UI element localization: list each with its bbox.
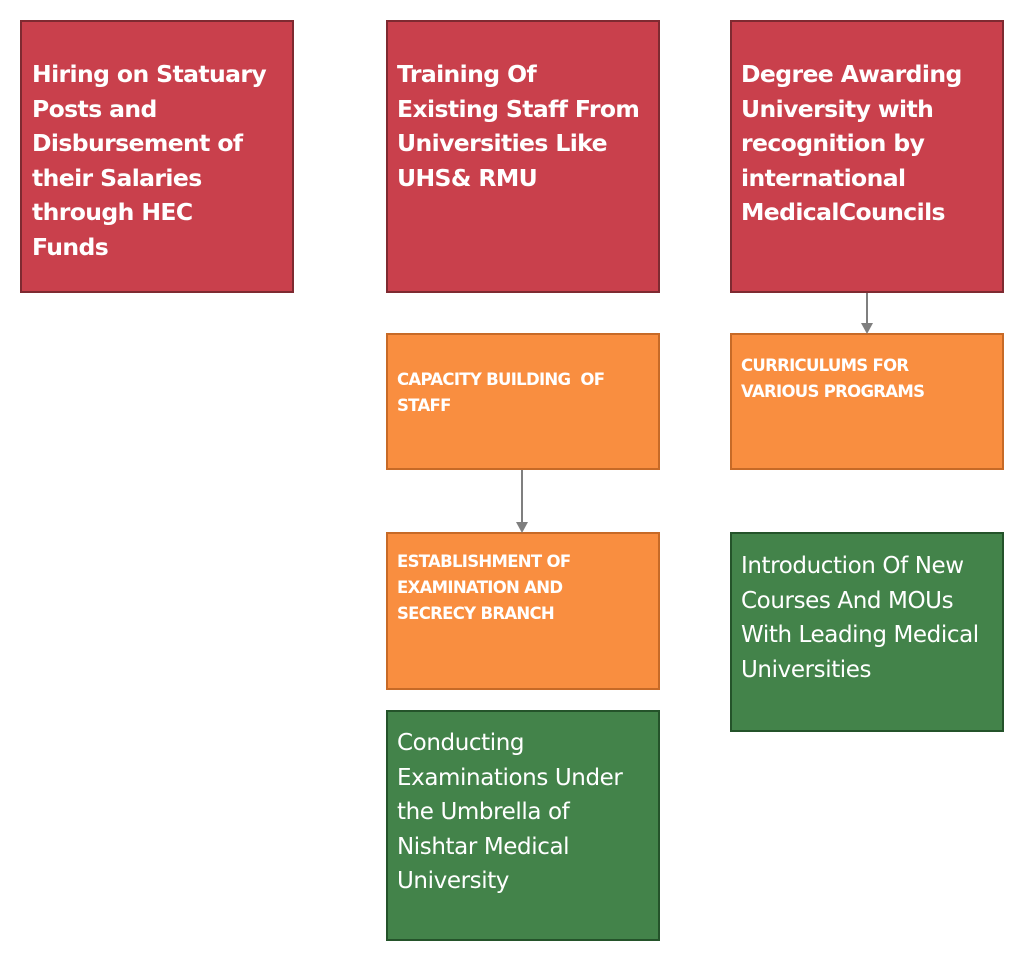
node-capacity-label: CAPACITY BUILDING OF STAFF: [397, 370, 610, 415]
node-degree[interactable]: Degree Awarding University with recognit…: [730, 20, 1004, 293]
node-examination-branch[interactable]: ESTABLISHMENT OF EXAMINATION AND SECRECY…: [386, 532, 660, 690]
node-degree-label: Degree Awarding University with recognit…: [741, 60, 962, 226]
node-training-label: Training Of Existing Staff From Universi…: [397, 60, 640, 192]
node-examination-branch-label: ESTABLISHMENT OF EXAMINATION AND SECRECY…: [397, 552, 571, 623]
node-curriculums[interactable]: CURRICULUMS FOR VARIOUS PROGRAMS: [730, 333, 1004, 470]
node-conducting-exams-label: Conducting Examinations Under the Umbrel…: [397, 730, 623, 894]
node-curriculums-label: CURRICULUMS FOR VARIOUS PROGRAMS: [741, 356, 925, 401]
node-conducting-exams[interactable]: Conducting Examinations Under the Umbrel…: [386, 710, 660, 941]
node-training[interactable]: Training Of Existing Staff From Universi…: [386, 20, 660, 293]
edge-capacity-to-examination-branch: [516, 470, 528, 533]
node-hiring[interactable]: Hiring on Statuary Posts and Disbursemen…: [20, 20, 294, 293]
node-new-courses[interactable]: Introduction Of New Courses And MOUs Wit…: [730, 532, 1004, 732]
node-new-courses-label: Introduction Of New Courses And MOUs Wit…: [741, 553, 979, 683]
node-hiring-label: Hiring on Statuary Posts and Disbursemen…: [32, 60, 267, 261]
edge-degree-to-curriculums: [861, 293, 873, 334]
node-capacity[interactable]: CAPACITY BUILDING OF STAFF: [386, 333, 660, 470]
